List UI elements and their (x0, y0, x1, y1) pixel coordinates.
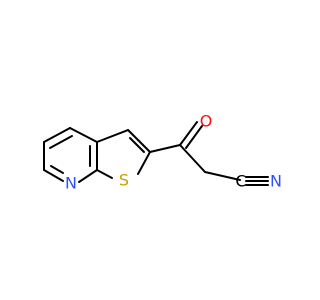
bond-c3-c2t (127, 129, 151, 153)
bond-n-c7a (78, 169, 98, 183)
bond-c2t-ccarbonyl (149, 144, 181, 153)
bond-carbonyl-o (179, 121, 198, 146)
bond-ch2-cnitrile (204, 171, 241, 181)
bond-c3a-c1 (69, 127, 98, 143)
bond-carbonyl-o-double (185, 125, 203, 149)
atom-nitrogen-nitrile-label: N (270, 172, 282, 191)
bond-c3-n (43, 169, 64, 182)
bond-c3a-c3 (96, 129, 129, 143)
atom-nitrogen-ring-label: N (65, 174, 77, 193)
bond-carbonyl-ch2 (179, 144, 206, 173)
bond-c1-c2-inner (49, 135, 73, 149)
bond-c3-n-inner (50, 165, 64, 174)
bond-c2t-s (137, 151, 151, 175)
atom-carbon-nitrile-label: C (235, 172, 246, 191)
atom-sulfur-label: S (119, 171, 129, 190)
bond-c3-c2t-inner (129, 137, 145, 153)
molecule-structure-diagram: O N S C N (43, 112, 282, 193)
bond-s-c7a (96, 169, 113, 179)
atom-oxygen-label: O (200, 112, 213, 131)
bond-c1-c2 (43, 127, 71, 143)
